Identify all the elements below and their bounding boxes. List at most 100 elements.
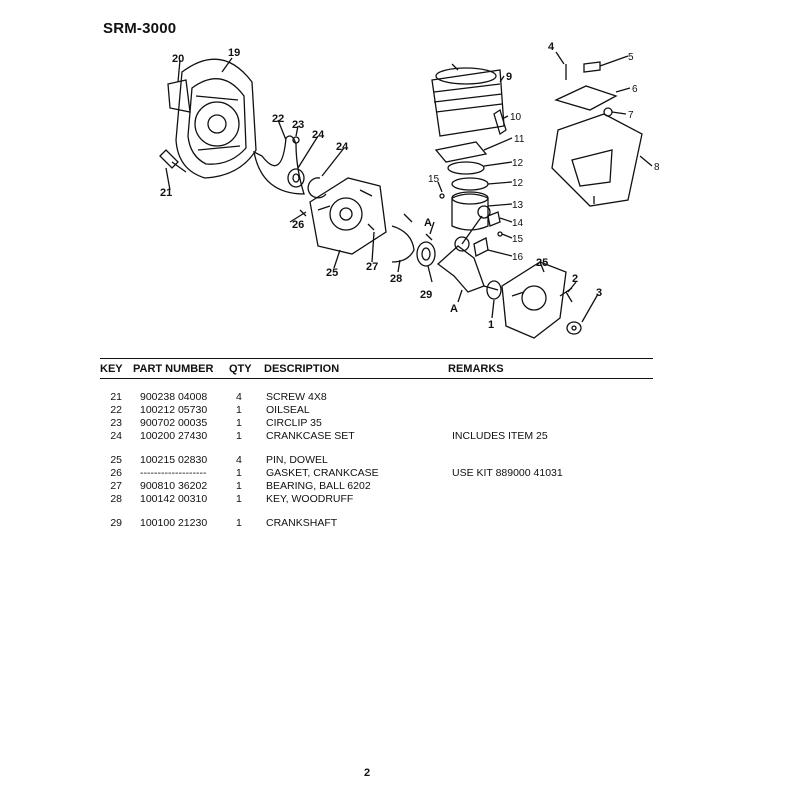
callout-5: 5 bbox=[628, 52, 634, 63]
part-12-ring-top bbox=[447, 161, 485, 175]
callout-9: 9 bbox=[506, 71, 512, 83]
header-key: KEY bbox=[100, 363, 123, 375]
page-title: SRM-3000 bbox=[103, 20, 177, 37]
part-28-key bbox=[425, 233, 433, 241]
cell-qty: 1 bbox=[236, 493, 242, 505]
callout-22: 24 bbox=[312, 129, 325, 141]
cell-qty: 1 bbox=[236, 404, 242, 416]
callout-20: 22 bbox=[272, 113, 284, 125]
cell-key: 29 bbox=[110, 517, 122, 529]
part-16-needle-bearing bbox=[473, 237, 489, 257]
part-29-crankshaft bbox=[436, 245, 485, 293]
callout-26: 28 bbox=[390, 273, 402, 285]
callout-12-top: 12 bbox=[512, 158, 524, 169]
exploded-parts-diagram: 20 19 21 22 23 24 24 26 25 27 28 A 29 A … bbox=[159, 41, 660, 339]
callout-19: 21 bbox=[160, 187, 172, 199]
callout-15-right: 15 bbox=[512, 234, 524, 245]
callout-25-right: 27 bbox=[366, 261, 378, 273]
callout-17: 19 bbox=[228, 47, 240, 59]
cell-key: 22 bbox=[110, 404, 122, 416]
callout-2: 2 bbox=[572, 273, 578, 285]
header-remarks: REMARKS bbox=[448, 363, 504, 375]
callout-14: 14 bbox=[512, 218, 524, 229]
cell-description: CRANKSHAFT bbox=[266, 517, 338, 529]
callout-11: 11 bbox=[514, 134, 525, 145]
callout-29: A bbox=[450, 303, 458, 315]
cell-part-number: 100215 02830 bbox=[140, 454, 208, 466]
cell-description: KEY, WOODRUFF bbox=[266, 493, 354, 505]
cell-description: GASKET, CRANKCASE bbox=[266, 467, 379, 479]
cell-key: 25 bbox=[110, 454, 122, 466]
cell-description: OILSEAL bbox=[266, 404, 310, 416]
part-8-cover bbox=[551, 113, 643, 207]
cell-description: CRANKCASE SET bbox=[266, 430, 355, 442]
part-10-spark-plug bbox=[493, 108, 507, 136]
part-21-screw bbox=[292, 136, 300, 144]
cell-qty: 1 bbox=[236, 417, 242, 429]
header-description: DESCRIPTION bbox=[264, 363, 340, 375]
cell-part-number: 100212 05730 bbox=[140, 404, 208, 416]
cell-part-number: 100100 21230 bbox=[140, 517, 208, 529]
cell-key: 21 bbox=[110, 391, 122, 403]
cell-remarks: USE KIT 889000 41031 bbox=[452, 467, 563, 479]
cell-qty: 1 bbox=[236, 430, 242, 442]
callout-6: 6 bbox=[632, 84, 638, 95]
callout-21: 23 bbox=[292, 119, 304, 131]
cell-qty: 1 bbox=[236, 517, 242, 529]
part-12-ring-bottom bbox=[451, 177, 489, 191]
part-25-dowel-pins bbox=[299, 209, 375, 231]
callout-13: 13 bbox=[512, 200, 524, 211]
cell-part-number: 900702 00035 bbox=[140, 417, 208, 429]
part-5-bolt bbox=[583, 61, 601, 73]
callout-18: 20 bbox=[172, 53, 184, 65]
cell-key: 28 bbox=[110, 493, 122, 505]
callout-7: 7 bbox=[628, 110, 634, 121]
table-top-rule bbox=[100, 358, 653, 359]
cell-description: PIN, DOWEL bbox=[266, 454, 328, 466]
cell-part-number: 900238 04008 bbox=[140, 391, 208, 403]
cell-qty: 4 bbox=[236, 391, 242, 403]
part-26-gasket bbox=[391, 225, 415, 263]
callout-1: 1 bbox=[488, 319, 494, 331]
part-22-oilseal bbox=[287, 168, 305, 188]
callout-23: 24 bbox=[336, 141, 349, 153]
callout-25-left: 26 bbox=[292, 219, 304, 231]
callout-4: 4 bbox=[548, 41, 555, 53]
cell-qty: 4 bbox=[236, 454, 242, 466]
callout-24-right: 25 bbox=[536, 257, 548, 269]
callout-16: 16 bbox=[512, 252, 524, 263]
cell-description: CIRCLIP 35 bbox=[266, 417, 322, 429]
part-9-cylinder bbox=[431, 69, 505, 137]
part-6-bracket bbox=[554, 85, 618, 111]
cell-part-number: ------------------- bbox=[140, 467, 207, 479]
part-1-bearing bbox=[486, 280, 502, 300]
cell-key: 26 bbox=[110, 467, 122, 479]
part-11-gasket bbox=[434, 141, 488, 163]
callout-28: A bbox=[424, 217, 432, 229]
callout-8: 8 bbox=[654, 162, 660, 173]
part-24-crankcase-right bbox=[501, 261, 567, 339]
part-19-bolt bbox=[159, 149, 179, 169]
cell-key: 24 bbox=[110, 430, 122, 442]
cell-qty: 1 bbox=[236, 480, 242, 492]
callout-10: 10 bbox=[510, 112, 522, 123]
part-20-shroud bbox=[253, 135, 305, 195]
part-3-washer bbox=[566, 321, 582, 335]
part-24-crankcase-left bbox=[309, 177, 387, 255]
cell-key: 27 bbox=[110, 480, 122, 492]
cell-qty: 1 bbox=[236, 467, 242, 479]
part-13-piston bbox=[451, 193, 489, 231]
cell-description: BEARING, BALL 6202 bbox=[266, 480, 371, 492]
callout-27: 29 bbox=[420, 289, 432, 301]
part-15-circlip bbox=[439, 193, 445, 199]
table-header-rule bbox=[100, 378, 653, 379]
cell-part-number: 100142 00310 bbox=[140, 493, 208, 505]
cell-part-number: 100200 27430 bbox=[140, 430, 208, 442]
cell-part-number: 900810 36202 bbox=[140, 480, 208, 492]
callout-12-bottom: 12 bbox=[512, 178, 524, 189]
callout-24-left: 25 bbox=[326, 267, 338, 279]
part-14-piston-pin bbox=[487, 211, 501, 227]
callout-15-left: 15 bbox=[428, 174, 440, 185]
callout-3: 3 bbox=[596, 287, 602, 299]
part-27-bearing bbox=[416, 241, 436, 267]
